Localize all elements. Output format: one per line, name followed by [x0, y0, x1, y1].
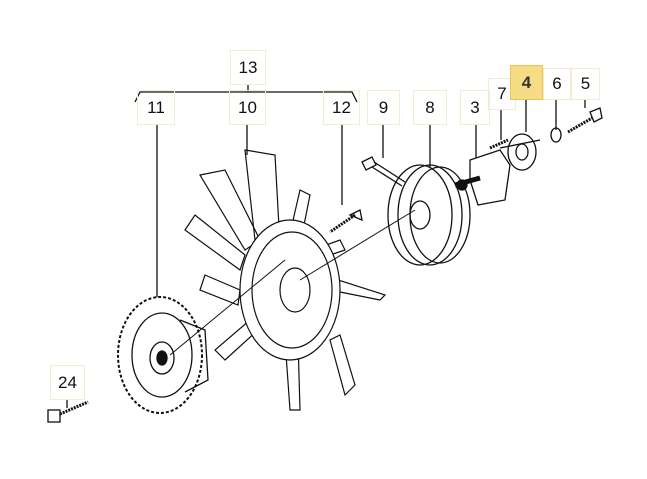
callout-8[interactable]: 8	[413, 90, 447, 125]
callout-4-highlighted[interactable]: 4	[510, 65, 543, 100]
bolt-9	[361, 156, 406, 187]
callout-10[interactable]: 10	[229, 90, 266, 125]
viscous-clutch	[117, 259, 286, 414]
bolt-5	[567, 107, 603, 134]
bolt-7	[489, 138, 509, 150]
callout-13[interactable]: 13	[230, 50, 266, 85]
callout-24[interactable]: 24	[50, 365, 85, 400]
callout-12[interactable]: 12	[323, 90, 360, 125]
pulley	[299, 164, 471, 281]
callout-6[interactable]: 6	[543, 68, 571, 100]
bearing-4	[499, 133, 541, 171]
bolt-24	[47, 400, 89, 423]
callout-5[interactable]: 5	[571, 68, 600, 100]
callout-3[interactable]: 3	[460, 90, 490, 125]
washer-6	[550, 127, 562, 143]
callout-9[interactable]: 9	[367, 90, 400, 125]
bolt-12	[329, 209, 363, 234]
fan	[184, 149, 387, 411]
callout-11[interactable]: 11	[137, 90, 175, 125]
bearing-housing-3	[454, 149, 511, 206]
